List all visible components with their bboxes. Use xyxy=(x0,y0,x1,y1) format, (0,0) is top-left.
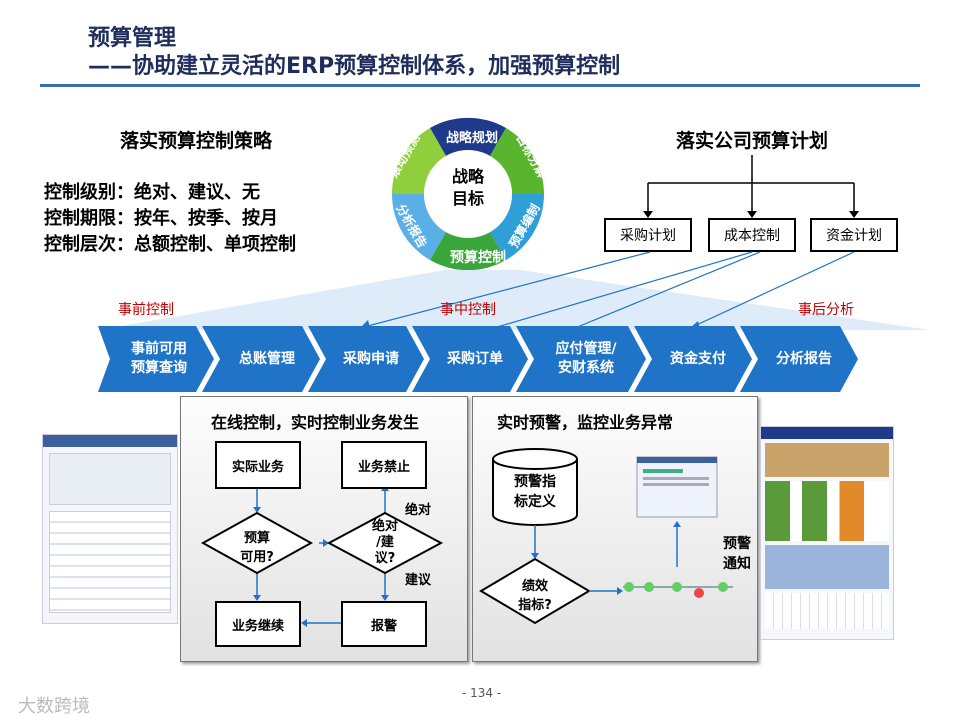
control-level-line: 控制级别：绝对、建议、无 xyxy=(44,182,260,203)
absolute-label: 绝对 xyxy=(405,503,432,518)
stage-in-control: 事中控制 xyxy=(440,302,496,318)
watermark-text: 大数跨境 xyxy=(18,696,90,717)
perf-q-line1: 绩效 xyxy=(521,579,548,594)
page-number: - 134 - xyxy=(462,686,502,700)
realtime-alert-title: 实时预警，监控业务异常 xyxy=(497,413,674,432)
page-title: 预算管理 xyxy=(88,26,177,51)
erp-screenshot-thumbnail-left xyxy=(42,434,178,624)
fund-plan-box: 资金计划 xyxy=(810,218,898,252)
cycle-center-line2: 目标 xyxy=(452,189,484,208)
indicator-line1: 预警指 xyxy=(514,474,556,490)
indicator-line2: 标定义 xyxy=(514,494,556,510)
segment-budget-compile xyxy=(490,194,545,260)
segment-rolling-forecast xyxy=(391,128,446,194)
level-q-line1: 绝对 xyxy=(371,519,398,534)
process-step-analysis-report: 分析报告 xyxy=(776,350,832,367)
notify-line2: 通知 xyxy=(723,556,751,572)
budget-q-line1: 预算 xyxy=(243,531,270,546)
segment-goal-breakdown xyxy=(490,128,545,194)
advice-label: 建议 xyxy=(405,573,432,588)
alert-indicator-definition: 预警指 标定义 xyxy=(509,471,561,511)
alarm-box: 报警 xyxy=(341,601,427,647)
actual-business-box: 实际业务 xyxy=(215,441,301,489)
notify-line1: 预警 xyxy=(723,536,751,552)
level-q-line3: 议? xyxy=(374,551,396,566)
online-control-title: 在线控制，实时控制业务发生 xyxy=(211,413,420,432)
business-forbidden-box: 业务禁止 xyxy=(341,441,427,489)
online-control-panel: 在线控制，实时控制业务发生 实际业务 业务禁止 预算 可用? 绝对 /建 议? … xyxy=(180,396,468,662)
purchase-plan-box: 采购计划 xyxy=(604,218,692,252)
plan-heading: 落实公司预算计划 xyxy=(676,130,829,152)
perf-q-line2: 指标? xyxy=(518,598,552,613)
business-continue-box: 业务继续 xyxy=(215,601,301,647)
process-step-pre-query: 事前可用预算查询 xyxy=(131,341,187,376)
control-level-decision: 绝对 /建 议? xyxy=(367,519,403,567)
alert-notification-label: 预警 通知 xyxy=(723,533,751,573)
report-screenshot-thumbnail-right xyxy=(760,426,894,640)
segment-analysis-report xyxy=(391,194,446,260)
label-budget-control: 预算控制 xyxy=(450,249,506,266)
budget-q-line2: 可用? xyxy=(240,550,274,565)
segment-strategy-planning xyxy=(430,117,506,156)
label-strategy-planning: 战略规划 xyxy=(446,130,498,146)
plan-tree-lines xyxy=(643,155,859,218)
process-step-payables: 应付管理/安财系统 xyxy=(555,341,617,376)
budget-available-decision: 预算 可用? xyxy=(237,527,277,565)
page-subtitle: ——协助建立灵活的ERP预算控制体系，加强预算控制 xyxy=(88,54,621,79)
process-step-purchase-order: 采购订单 xyxy=(447,350,503,367)
process-step-fund-payment: 资金支付 xyxy=(670,350,726,367)
strategy-heading: 落实预算控制策略 xyxy=(120,130,273,152)
online-control-connectors xyxy=(200,485,444,627)
realtime-alert-panel: 实时预警，监控业务异常 预警指 标定义 绩效 指标? 预警 通知 xyxy=(472,396,758,662)
header-divider xyxy=(40,84,920,87)
cost-control-box: 成本控制 xyxy=(708,218,796,252)
process-step-gl: 总账管理 xyxy=(239,350,295,367)
stage-post-analysis: 事后分析 xyxy=(798,302,854,318)
strategy-cycle-diagram: 战略 目标 战略规划 目标分解 预算编制 预算控制 分析报告 滚动预测 xyxy=(386,117,550,271)
performance-indicator-decision: 绩效 指标? xyxy=(515,575,555,613)
control-layer-line: 控制层次：总额控制、单项控制 xyxy=(44,234,296,255)
process-chevrons xyxy=(98,326,858,392)
process-flow: 事前可用预算查询 总账管理 采购申请 采购订单 应付管理/安财系统 资金支付 分… xyxy=(98,326,858,392)
cycle-center-line1: 战略 xyxy=(452,167,485,186)
segment-budget-control xyxy=(430,232,506,271)
control-period-line: 控制期限：按年、按季、按月 xyxy=(44,208,278,229)
process-step-purchase-request: 采购申请 xyxy=(343,350,399,367)
level-q-line2: /建 xyxy=(376,535,394,550)
stage-pre-control: 事前控制 xyxy=(118,302,174,318)
realtime-alert-graphics xyxy=(479,448,733,625)
